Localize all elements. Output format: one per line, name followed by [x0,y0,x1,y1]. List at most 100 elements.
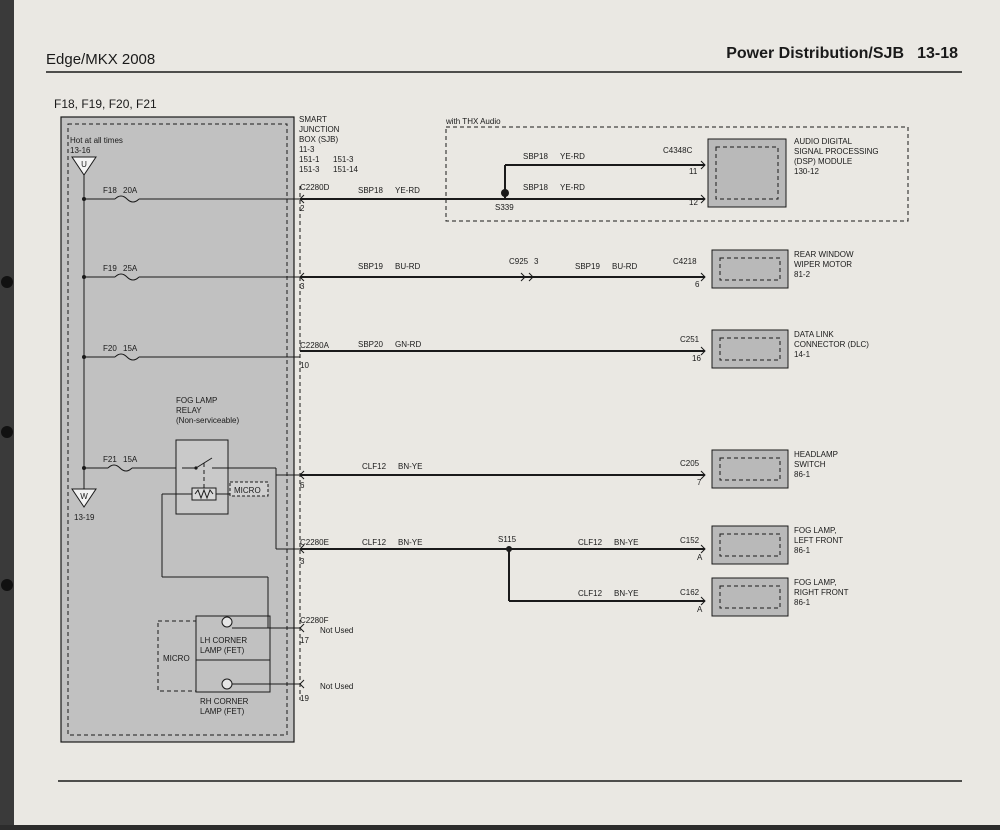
pin-label: A [697,605,703,614]
svg-text:SBP20: SBP20 [358,340,383,349]
sjb-label: SMART JUNCTION BOX (SJB) 11-3 151-1 151-… [299,115,358,174]
svg-text:BU-RD: BU-RD [395,262,421,271]
headlamp-switch: HEADLAMP SWITCH 86-1 [711,449,838,489]
svg-text:LH CORNER: LH CORNER [200,636,247,645]
svg-text:RIGHT FRONT: RIGHT FRONT [794,588,849,597]
fuse-f18: F18 20A [84,186,300,203]
svg-text:YE-RD: YE-RD [395,186,420,195]
svg-text:Not Used: Not Used [320,682,353,691]
svg-text:15A: 15A [123,455,138,464]
c4348c-label: C4348C [663,146,693,155]
binder-hole [1,426,13,438]
svg-text:15A: 15A [123,344,138,353]
not-used-17: Not Used [299,623,353,635]
svg-text:RELAY: RELAY [176,406,202,415]
bottom-connector-icon [71,488,97,508]
svg-text:SBP18: SBP18 [523,183,548,192]
wire-clf12-headlamp: CLF12 BN-YE [299,462,706,480]
svg-text:130-12: 130-12 [794,167,819,176]
hot-connector-icon [71,156,97,176]
svg-text:11-3: 11-3 [299,145,315,154]
svg-text:151-1: 151-1 [299,155,320,164]
svg-text:MICRO: MICRO [234,486,261,495]
svg-text:F20: F20 [103,344,117,353]
svg-text:151-3: 151-3 [333,155,354,164]
pin-label: A [697,553,703,562]
svg-text:CLF12: CLF12 [362,538,387,547]
svg-text:BN-YE: BN-YE [614,589,638,598]
svg-text:HEADLAMP: HEADLAMP [794,450,838,459]
fog-lamp-right-front: FOG LAMP, RIGHT FRONT 86-1 [711,577,849,617]
svg-text:SWITCH: SWITCH [794,460,826,469]
hot-ref: 13-16 [70,146,91,155]
micro-label: MICRO [163,654,190,663]
fog-lamp-left-front: FOG LAMP, LEFT FRONT 86-1 [711,525,843,565]
svg-text:151-14: 151-14 [333,165,358,174]
c2280f-label: C2280F [300,616,329,625]
wire-sbp20: SBP20 GN-RD [300,340,706,356]
pin-label: 10 [300,361,309,370]
svg-text:LAMP (FET): LAMP (FET) [200,646,245,655]
rear-wiper-motor: REAR WINDOW WIPER MOTOR 81-2 [711,249,854,289]
svg-text:14-1: 14-1 [794,350,811,359]
svg-text:BN-YE: BN-YE [614,538,638,547]
c2280d-label: C2280D [300,183,330,192]
c925-pin: 3 [534,257,539,266]
svg-text:(DSP) MODULE: (DSP) MODULE [794,157,852,166]
thx-label: with THX Audio [445,117,501,126]
pin-label: 17 [300,636,309,645]
svg-text:YE-RD: YE-RD [560,152,585,161]
svg-text:F19: F19 [103,264,117,273]
svg-text:SBP18: SBP18 [358,186,383,195]
svg-text:BN-YE: BN-YE [398,538,422,547]
c152-label: C152 [680,536,700,545]
fuse-f20: F20 15A [84,344,300,361]
hot-at-all-times-label: Hot at all times [70,136,123,145]
svg-text:FOG LAMP,: FOG LAMP, [794,578,837,587]
svg-text:FOG LAMP,: FOG LAMP, [794,526,837,535]
svg-text:(Non-serviceable): (Non-serviceable) [176,416,239,425]
svg-text:DATA LINK: DATA LINK [794,330,834,339]
svg-text:WIPER MOTOR: WIPER MOTOR [794,260,852,269]
pin-label: 7 [697,478,702,487]
svg-text:151-3: 151-3 [299,165,320,174]
s115-label: S115 [498,535,517,544]
svg-text:RH CORNER: RH CORNER [200,697,249,706]
fog-lamp-relay: FOG LAMP RELAY (Non-serviceable) MICRO [162,396,269,515]
wire-clf12-fog: CLF12 BN-YE CLF12 BN-YE CLF12 BN-YE [299,538,706,606]
rh-corner-lamp: RH CORNER LAMP (FET) [195,659,271,716]
data-link-connector: DATA LINK CONNECTOR (DLC) 14-1 [711,329,869,369]
svg-text:SBP19: SBP19 [575,262,600,271]
c925-label: C925 [509,257,529,266]
bus-junctions [82,197,86,470]
binding-edge [0,0,14,825]
svg-text:SBP18: SBP18 [523,152,548,161]
header-title: Power Distribution/SJB [726,45,904,62]
pin-label: 2 [300,204,305,213]
svg-text:CLF12: CLF12 [578,538,603,547]
svg-text:AUDIO DIGITAL: AUDIO DIGITAL [794,137,853,146]
c2280a-label: C2280A [300,341,330,350]
hot-connector-letter: U [81,160,87,169]
svg-text:BN-YE: BN-YE [398,462,422,471]
pin-label: 16 [692,354,701,363]
svg-text:86-1: 86-1 [794,546,811,555]
wire-sbp18: SBP18 YE-RD SBP18 YE-RD SBP18 YE-RD [299,152,706,204]
svg-text:YE-RD: YE-RD [560,183,585,192]
pin-label: 6 [695,280,700,289]
pin-label: 19 [300,694,309,703]
svg-text:CLF12: CLF12 [578,589,603,598]
svg-text:SMART: SMART [299,115,327,124]
pin-label: 6 [300,481,305,490]
pin-label: 12 [689,198,698,207]
pin-label: 3 [300,557,305,566]
c162-label: C162 [680,588,700,597]
svg-text:20A: 20A [123,186,138,195]
wire-sbp19: SBP19 BU-RD SBP19 BU-RD [299,262,706,282]
c251-label: C251 [680,335,700,344]
thx-audio-box [445,126,909,222]
svg-text:LAMP (FET): LAMP (FET) [200,707,245,716]
svg-text:BOX (SJB): BOX (SJB) [299,135,338,144]
